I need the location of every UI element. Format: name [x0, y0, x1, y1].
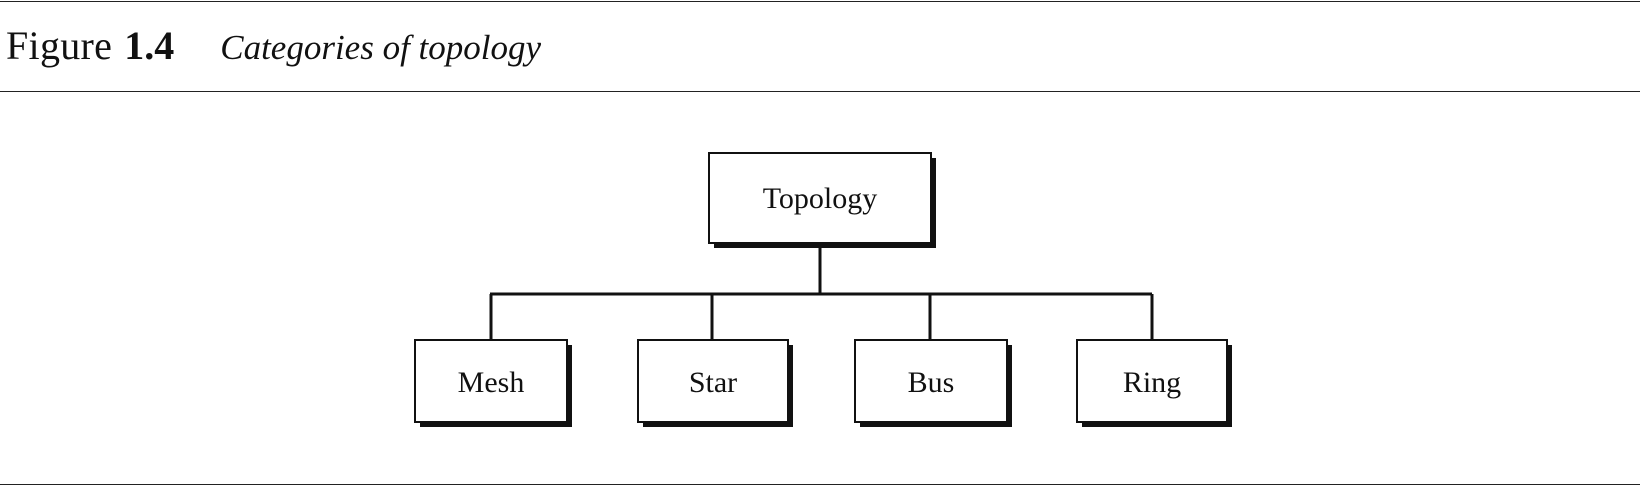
node-star: Star: [637, 339, 793, 427]
node-bus-label: Bus: [908, 366, 955, 399]
figure-caption: Figure 1.4 Categories of topology: [6, 22, 541, 72]
node-bus-box: [854, 339, 1008, 423]
node-mesh-box: [414, 339, 568, 423]
top-rule: [0, 1, 1640, 2]
node-mesh-label: Mesh: [458, 366, 525, 399]
node-topology-label: Topology: [763, 182, 878, 215]
node-mesh: Mesh: [414, 339, 572, 427]
node-topology: Topology: [708, 152, 936, 248]
figure-label: Figure: [6, 23, 113, 68]
bottom-rule: [0, 484, 1640, 485]
node-star-box: [637, 339, 789, 423]
node-bus: Bus: [854, 339, 1012, 427]
node-topology-box: [708, 152, 932, 244]
node-ring-box: [1076, 339, 1228, 423]
figure-number: 1.4: [124, 23, 175, 68]
node-star-label: Star: [689, 366, 737, 399]
node-ring: Ring: [1076, 339, 1232, 427]
node-ring-label: Ring: [1123, 366, 1181, 399]
caption-rule: [0, 91, 1640, 92]
connector-lines: [489, 247, 1154, 340]
figure-title: Categories of topology: [220, 28, 542, 67]
